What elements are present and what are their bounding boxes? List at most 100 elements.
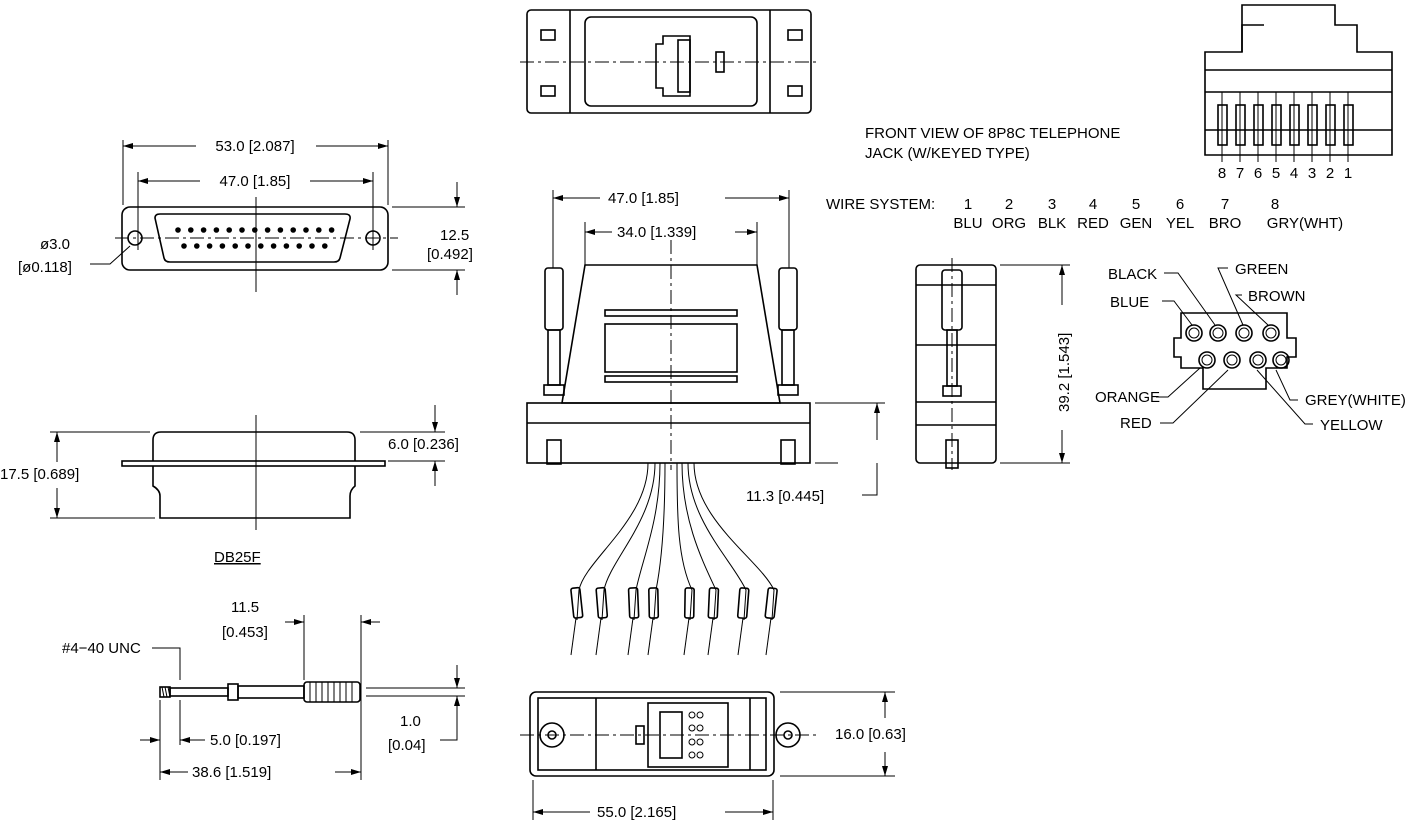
- wire-ferrule: [736, 587, 750, 620]
- pin: [322, 243, 328, 249]
- pin: [309, 243, 315, 249]
- wire: [633, 462, 661, 621]
- pin: [264, 227, 271, 233]
- part-label-db25f: DB25F: [214, 549, 261, 566]
- thread-label: #4−40 UNC: [62, 640, 141, 657]
- label-yellow: YELLOW: [1320, 417, 1383, 434]
- pin: [213, 227, 220, 233]
- pinout-diagram: BLACK BLUE GREEN BROWN ORANGE RED GREY(W…: [1095, 261, 1406, 434]
- thumbscrew-drawing: #4−40 UNC 11.5 [0.453] 5.0 [0.197] 38.6 …: [62, 599, 465, 781]
- label-grey-white: GREY(WHITE): [1305, 392, 1406, 409]
- pin: [232, 243, 238, 249]
- pin-hole: [1198, 351, 1216, 369]
- pin: [296, 243, 303, 249]
- jack-title-line-2: JACK (W/KEYED TYPE): [865, 145, 1030, 162]
- pin: [303, 227, 309, 233]
- dim-dia-mm: 1.0: [400, 713, 421, 730]
- wire-color: GEN: [1120, 215, 1153, 232]
- dim-head-length-mm: 11.5: [231, 599, 259, 616]
- wire-pin: [647, 617, 654, 656]
- adapter-front-view: 47.0 [1.85] 34.0 [1.339] 11.3 [0.445]: [526, 190, 885, 656]
- wire-ferrule: [595, 586, 609, 619]
- label-blue: BLUE: [1110, 294, 1149, 311]
- jack-pin-number: 1: [1344, 165, 1352, 182]
- wire-ferrule: [764, 587, 778, 620]
- pin: [258, 243, 264, 249]
- jack-pin-number: 7: [1236, 165, 1244, 182]
- label-brown: BROWN: [1248, 288, 1306, 305]
- label-green: GREEN: [1235, 261, 1288, 278]
- wire-number: 1: [964, 196, 972, 213]
- adapter-bottom-view: 16.0 [0.63] 55.0 [2.165]: [520, 691, 906, 821]
- wire: [653, 462, 666, 621]
- dim-flange-height: 11.3 [0.445]: [746, 488, 824, 505]
- dim-depth: 17.5 [0.689]: [0, 466, 79, 483]
- dim-bottom-width: 55.0 [2.165]: [597, 804, 676, 821]
- label-orange: ORANGE: [1095, 389, 1160, 406]
- db25-front-view: 53.0 [2.087] 47.0 [1.85] ø3.0 [ø0.118] 1…: [18, 138, 473, 295]
- wire-system-label: WIRE SYSTEM:: [826, 196, 935, 213]
- wire-color: BRO: [1209, 215, 1242, 232]
- wire: [687, 462, 747, 621]
- db25-side-view: 17.5 [0.689] 6.0 [0.236] DB25F: [0, 405, 459, 566]
- wire-ferrule: [648, 587, 660, 619]
- wire: [676, 462, 693, 621]
- jack-pin-number: 3: [1308, 165, 1316, 182]
- pin-hole: [1185, 324, 1203, 342]
- pin: [175, 227, 181, 233]
- pin: [226, 227, 232, 233]
- dim-hole-dia-in: [ø0.118]: [18, 259, 72, 276]
- pin-hole: [1223, 351, 1241, 369]
- pin-hole: [1209, 324, 1227, 342]
- pin: [206, 243, 213, 249]
- pin: [181, 243, 187, 249]
- wire-ferrule: [683, 587, 695, 619]
- pin: [245, 243, 251, 249]
- wire-number: 7: [1221, 196, 1229, 213]
- pin: [188, 227, 194, 233]
- pin: [194, 243, 200, 249]
- wire-color: GRY(WHT): [1267, 215, 1343, 232]
- rj45-jack-front-view: FRONT VIEW OF 8P8C TELEPHONE JACK (W/KEY…: [826, 4, 1393, 232]
- pin: [270, 243, 277, 249]
- wire-pin: [707, 617, 714, 656]
- dim-flange: 6.0 [0.236]: [388, 436, 459, 453]
- pin: [239, 227, 245, 233]
- dim-body-width: 34.0 [1.339]: [617, 224, 696, 241]
- wire: [693, 462, 775, 621]
- pin-hole: [1235, 324, 1253, 342]
- wire-number: 3: [1048, 196, 1056, 213]
- dim-hole-dia-mm: ø3.0: [40, 236, 70, 253]
- wire: [601, 462, 656, 621]
- pin: [316, 227, 322, 233]
- wire-ferrule: [627, 587, 640, 619]
- dim-screw-spacing: 47.0 [1.85]: [608, 190, 679, 207]
- dim-height-in: [0.492]: [427, 246, 473, 263]
- pin-hole: [1262, 324, 1280, 342]
- pin-hole: [1272, 351, 1290, 369]
- pin-hole: [1249, 351, 1267, 369]
- label-red: RED: [1120, 415, 1152, 432]
- pin: [328, 227, 335, 233]
- wire-ferrule: [570, 586, 584, 619]
- wire-number: 2: [1005, 196, 1013, 213]
- dim-bottom-depth: 16.0 [0.63]: [835, 726, 906, 743]
- dim-side-height: 39.2 [1.543]: [1056, 333, 1073, 412]
- dim-overall-width: 53.0 [2.087]: [215, 138, 294, 155]
- jack-title-line-1: FRONT VIEW OF 8P8C TELEPHONE: [865, 125, 1120, 142]
- wire: [576, 462, 649, 621]
- pin: [200, 227, 207, 233]
- wire-number: 8: [1271, 196, 1279, 213]
- wire-number: 4: [1089, 196, 1097, 213]
- wire-pin: [627, 617, 634, 656]
- pin: [252, 227, 258, 233]
- wire-color: YEL: [1166, 215, 1194, 232]
- wire-ferrule: [707, 587, 720, 619]
- wire-pin: [570, 617, 577, 656]
- jack-pin-number: 8: [1218, 165, 1226, 182]
- label-black: BLACK: [1108, 266, 1157, 283]
- dim-height-mm: 12.5: [440, 227, 469, 244]
- wire-number: 5: [1132, 196, 1140, 213]
- adapter-side-view: 39.2 [1.543]: [915, 258, 1073, 470]
